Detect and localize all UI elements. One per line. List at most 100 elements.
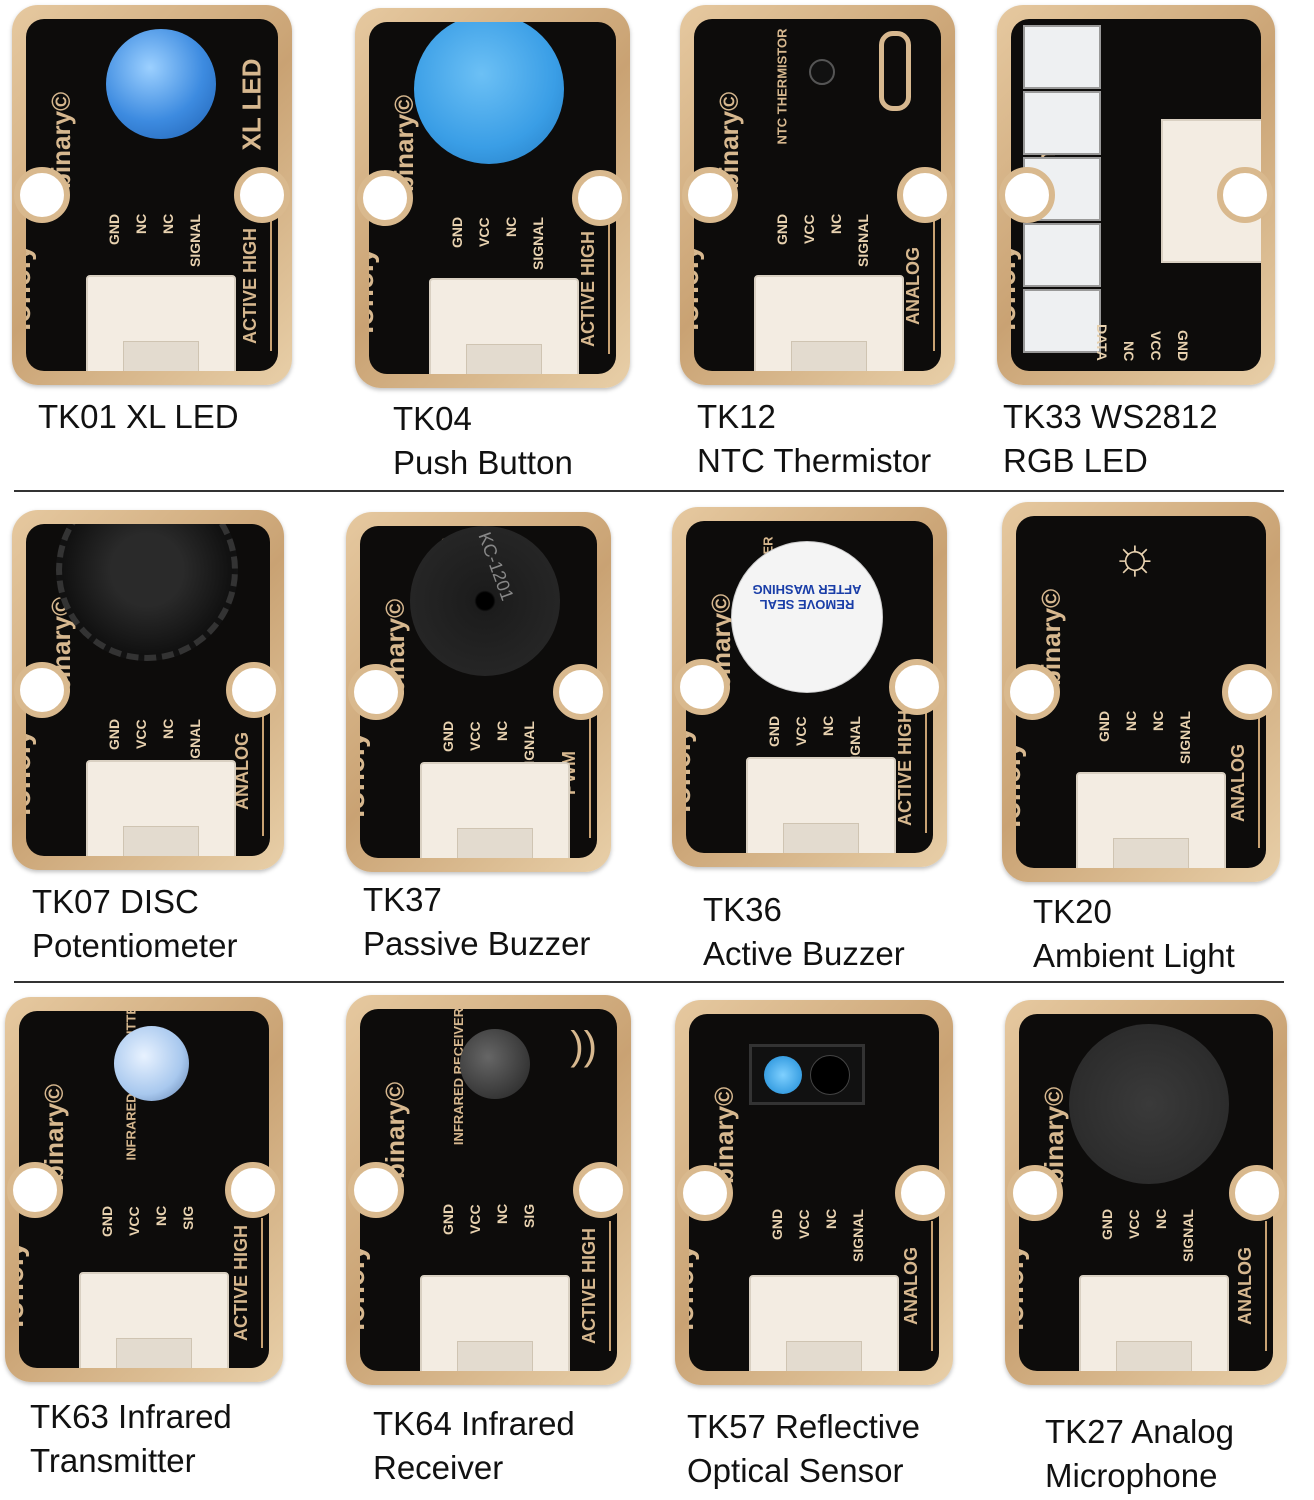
pin-label: SIGNAL <box>1180 1209 1196 1262</box>
mode-label: ACTIVE HIGH <box>895 703 927 833</box>
buzzer-label: KC-1201 <box>474 529 518 604</box>
row-divider <box>14 981 1284 983</box>
caption-line: TK20 <box>1033 893 1112 930</box>
pin-label: VCC <box>801 214 817 244</box>
pin-label: GND <box>769 1209 785 1241</box>
pin-label: NC <box>1123 711 1139 732</box>
pin-label: GND <box>774 214 790 246</box>
pin-label: VCC <box>796 1209 812 1239</box>
pin-label: NC <box>1153 1209 1169 1230</box>
ir-led-icon <box>114 1026 189 1101</box>
pin-label: NC <box>160 214 176 235</box>
mount-hole <box>14 167 70 223</box>
pin-label: SIG <box>521 1204 537 1229</box>
rgb-led-icon <box>1023 289 1101 353</box>
mode-label: ANALOG <box>1235 1221 1267 1351</box>
pin-label: GND <box>1175 329 1191 361</box>
caption-line: TK01 XL LED <box>38 398 239 435</box>
mount-hole <box>348 1162 404 1218</box>
pin-labels: GND NC NC SIGNAL <box>1096 711 1202 769</box>
caption-line: Potentiometer <box>32 927 238 964</box>
mount-hole <box>1222 664 1278 720</box>
mount-hole <box>682 167 738 223</box>
connector <box>420 1275 570 1371</box>
row-divider <box>14 490 1284 492</box>
connector <box>754 275 904 371</box>
connector <box>746 757 896 853</box>
rgb-led-icon <box>1023 91 1101 155</box>
pin-label: NC <box>153 1206 169 1227</box>
connector <box>86 760 236 856</box>
silkscreen-label: NTC THERMISTOR <box>774 28 790 145</box>
mode-label: ANALOG <box>903 221 935 351</box>
pin-labels: GND VCC NC SIGNAL <box>1099 1209 1205 1267</box>
caption-line: TK04 <box>393 400 472 437</box>
brand-lonely: lonely <box>369 247 380 334</box>
connector <box>86 275 236 371</box>
mount-hole <box>1217 167 1273 223</box>
caption-line: NTC Thermistor <box>697 442 932 479</box>
pin-label: NC <box>1150 711 1166 732</box>
caption-line: TK64 Infrared <box>373 1405 575 1442</box>
button-cap-icon <box>414 22 564 164</box>
mount-hole <box>225 1161 281 1218</box>
pin-label: GND <box>1099 1209 1115 1241</box>
thermometer-icon <box>879 31 911 111</box>
mount-hole <box>674 659 730 715</box>
connector <box>1079 1275 1229 1371</box>
brand-lonely: lonely <box>26 244 37 331</box>
pin-label: SIG <box>180 1206 196 1231</box>
pin-label: GND <box>449 217 465 249</box>
caption-line: Receiver <box>373 1449 504 1486</box>
mode-label: ANALOG <box>232 706 264 836</box>
mount-hole <box>572 170 628 226</box>
pin-label: SIGNAL <box>1177 711 1193 764</box>
rgb-led-icon <box>1023 25 1101 89</box>
brand-lonely: lonely <box>360 1244 371 1331</box>
brand-lonely: lonely <box>686 726 697 813</box>
caption-line: TK12 <box>697 398 776 435</box>
caption-line: RGB LED <box>1003 442 1148 479</box>
caption-line: Active Buzzer <box>703 935 905 972</box>
mount-hole <box>999 167 1055 223</box>
pin-label: GND <box>440 1204 456 1236</box>
wireless-icon: )) <box>570 1024 597 1068</box>
pin-label: NC <box>133 214 149 235</box>
caption-line: Transmitter <box>30 1442 196 1479</box>
mount-hole <box>1004 664 1060 720</box>
connector <box>420 762 570 858</box>
mount-hole <box>895 1164 951 1221</box>
pcb: lonely binary© PASSIVE BUZZER KC-1201 GN… <box>360 526 597 858</box>
mount-hole <box>226 662 282 718</box>
module-caption: TK01 XL LED <box>38 395 239 439</box>
brand-lonely: lonely <box>1016 741 1027 828</box>
caption-line: Ambient Light <box>1033 937 1235 974</box>
pin-label: VCC <box>1126 1209 1142 1239</box>
caption-line: TK07 DISC <box>32 883 199 920</box>
caption-line: TK63 Infrared <box>30 1398 232 1435</box>
caption-line: TK27 Analog <box>1045 1413 1234 1450</box>
pin-label: SIGNAL <box>187 214 203 267</box>
caption-line: TK36 <box>703 891 782 928</box>
pin-label: GND <box>1096 711 1112 743</box>
brand-lonely: lonely <box>26 729 37 816</box>
connector <box>749 1275 899 1371</box>
pin-label: NC <box>828 214 844 235</box>
optical-sensor-icon <box>749 1044 865 1105</box>
mount-hole <box>573 1162 629 1218</box>
mount-hole <box>677 1164 733 1221</box>
